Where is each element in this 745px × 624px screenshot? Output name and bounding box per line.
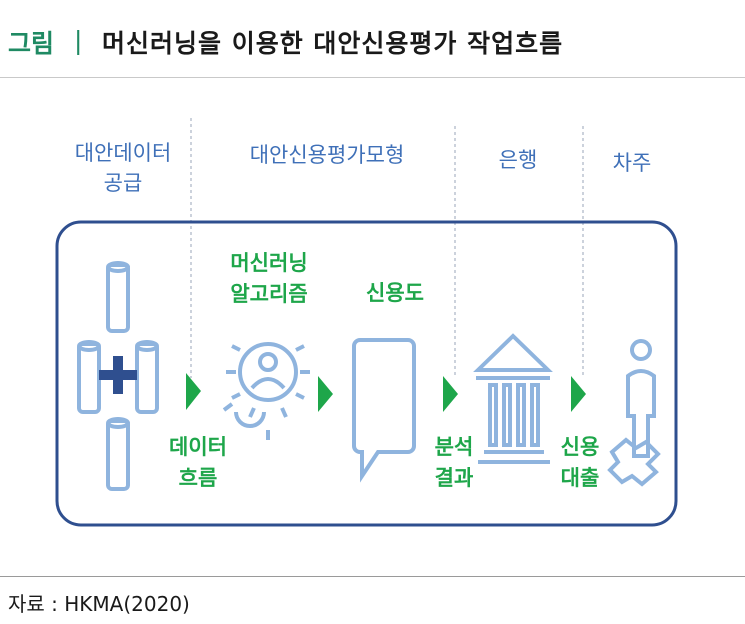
data-flow-label-line1: 데이터 <box>169 435 227 459</box>
data-flow-label-line2: 흐름 <box>178 466 218 490</box>
gear-person-icon <box>222 342 310 440</box>
ml-algorithm-label-line2: 알고리즘 <box>230 282 308 306</box>
workflow-diagram <box>55 118 678 527</box>
flow-arrow-1 <box>186 373 201 410</box>
credit-score-label: 신용도 <box>366 281 424 305</box>
stage-borrower: 차주 <box>612 151 652 175</box>
stage-data-supply: 대안데이터 공급 <box>58 138 188 198</box>
speech-bubble-icon <box>352 338 416 483</box>
data-flow-label: 데이터 흐름 <box>158 432 238 494</box>
flow-arrow-2 <box>318 376 333 412</box>
credit-loan-label: 신용 대출 <box>550 432 610 494</box>
header-divider <box>0 77 745 78</box>
header-separator: | <box>74 26 83 55</box>
stage-model: 대안신용평가모형 <box>249 143 405 167</box>
stage-data-supply-line1: 대안데이터 <box>74 141 172 165</box>
stage-data-supply-line2: 공급 <box>103 171 143 195</box>
ml-algorithm-label-line1: 머신러닝 <box>230 251 308 275</box>
stage-bank: 은행 <box>498 148 538 172</box>
source-note: 자료 : HKMA(2020) <box>8 592 190 616</box>
ml-algorithm-label: 머신러닝 알고리즘 <box>214 248 324 310</box>
figure-title: 머신러닝을 이용한 대안신용평가 작업흐름 <box>102 29 564 58</box>
credit-loan-label-line1: 신용 <box>560 435 600 459</box>
figure-label: 그림 <box>8 29 55 58</box>
process-frame <box>55 220 678 527</box>
footer-divider <box>0 576 745 577</box>
borrower-icon <box>607 339 661 487</box>
credit-loan-label-line2: 대출 <box>560 466 600 490</box>
analysis-result-label-line1: 분석 <box>434 435 474 459</box>
flow-arrow-3 <box>443 376 458 412</box>
figure-header: 그림 | 머신러닝을 이용한 대안신용평가 작업흐름 <box>0 0 745 78</box>
analysis-result-label: 분석 결과 <box>424 432 484 494</box>
bank-icon <box>473 333 553 464</box>
analysis-result-label-line2: 결과 <box>434 466 474 490</box>
flow-arrow-4 <box>571 376 586 412</box>
plus-icon <box>99 356 137 394</box>
